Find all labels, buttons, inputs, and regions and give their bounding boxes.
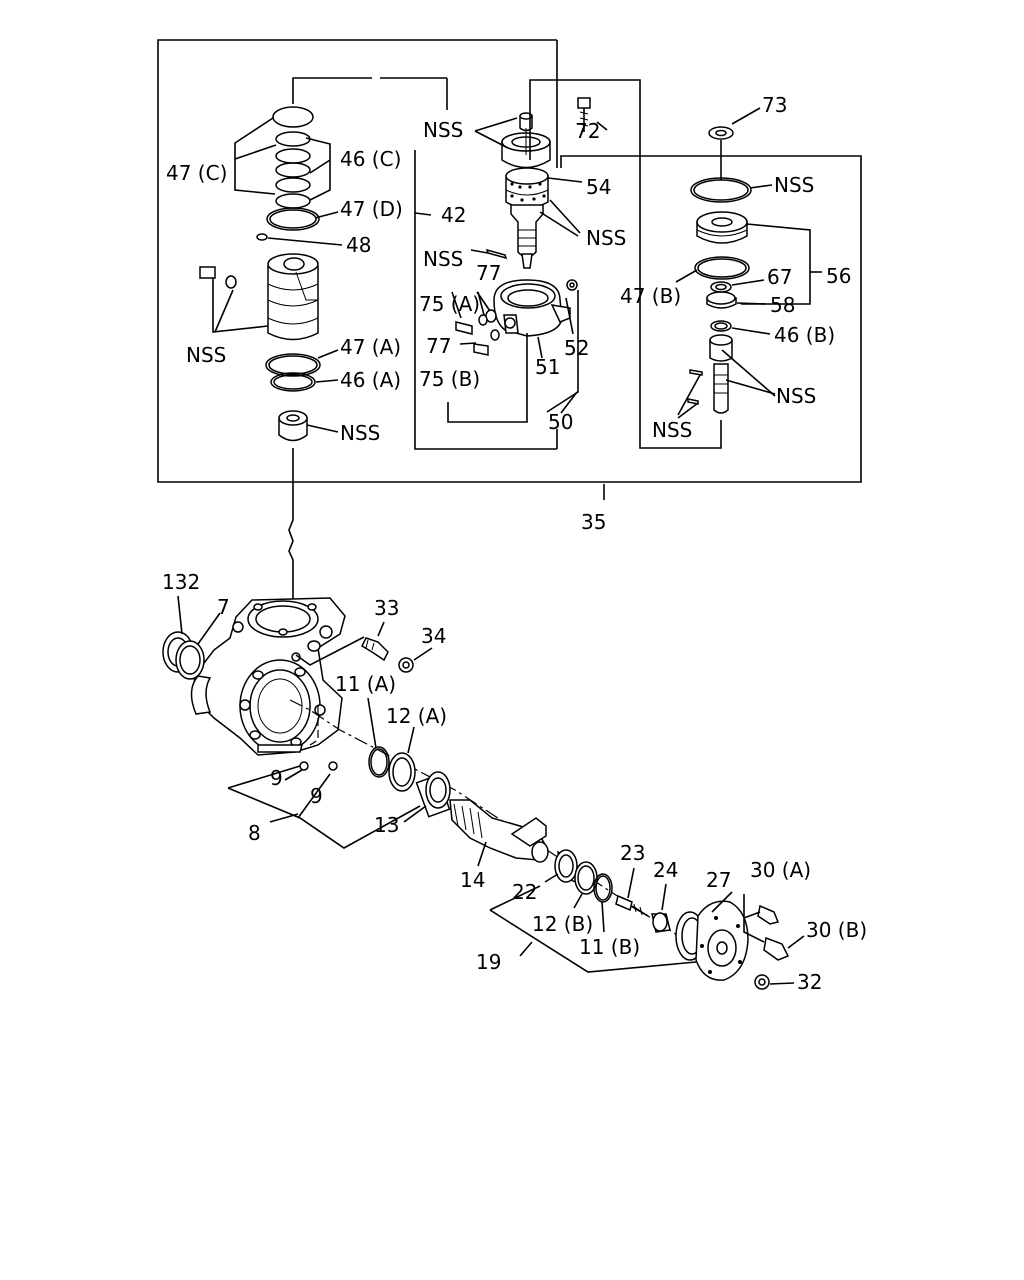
part-labels: NSS 72 73 47 (C) 46 (C) NSS 54 47 (D) 42…	[162, 93, 867, 994]
label-nss-middle-left: NSS	[423, 247, 463, 271]
label-77-top: 77	[476, 261, 501, 285]
label-46a: 46 (A)	[340, 368, 401, 392]
label-47b: 47 (B)	[620, 284, 681, 308]
rings-11a-12a-bearing-13	[367, 697, 451, 823]
label-nss-right-bottom: NSS	[652, 418, 692, 442]
label-11a: 11 (A)	[335, 672, 396, 696]
label-13: 13	[374, 813, 399, 837]
cover-56-group	[639, 107, 773, 449]
label-35: 35	[581, 510, 606, 534]
label-77-bottom: 77	[426, 334, 451, 358]
label-27: 27	[706, 868, 731, 892]
gear-housing-8	[190, 597, 346, 771]
label-132: 132	[162, 570, 200, 594]
small-bolts	[199, 266, 237, 289]
leaders-left	[212, 77, 448, 605]
label-58: 58	[770, 293, 795, 317]
label-nss-top: NSS	[423, 118, 463, 142]
label-9-right: 9	[310, 784, 323, 808]
label-14: 14	[460, 868, 485, 892]
label-33: 33	[374, 596, 399, 620]
label-12b: 12 (B)	[532, 912, 593, 936]
bearing-22-rings-12b-11b	[544, 849, 613, 933]
label-32: 32	[797, 970, 822, 994]
seal-ring-stack	[256, 106, 320, 241]
end-cover-19-group	[615, 867, 805, 990]
brackets-lower	[227, 765, 697, 973]
bolt-72	[577, 97, 608, 132]
label-22: 22	[512, 880, 537, 904]
label-19: 19	[476, 950, 501, 974]
label-56: 56	[826, 264, 851, 288]
label-46b: 46 (B)	[774, 323, 835, 347]
leaders-middle	[447, 79, 641, 449]
label-nss-left: NSS	[186, 343, 226, 367]
seal-132-ring-7	[162, 595, 221, 680]
label-30b: 30 (B)	[806, 918, 867, 942]
leaders-right	[675, 223, 822, 419]
pinion-shaft-14	[449, 799, 549, 867]
label-30a: 30 (A)	[750, 858, 811, 882]
rotary-valve-group	[414, 112, 557, 450]
label-9-left: 9	[270, 766, 283, 790]
label-nss-right: NSS	[776, 384, 816, 408]
label-75a: 75 (A)	[419, 292, 480, 316]
label-73: 73	[762, 93, 787, 117]
label-34: 34	[421, 624, 446, 648]
label-42: 42	[441, 203, 466, 227]
label-11b: 11 (B)	[579, 935, 640, 959]
label-50: 50	[548, 410, 573, 434]
fitting-33-cap-34	[295, 621, 433, 673]
label-46c: 46 (C)	[340, 147, 401, 171]
assembly-frame-35	[157, 39, 862, 500]
label-7: 7	[217, 595, 230, 619]
label-52: 52	[564, 336, 589, 360]
label-nss-right-top: NSS	[774, 173, 814, 197]
label-nss-middle: NSS	[586, 226, 626, 250]
label-8: 8	[248, 821, 261, 845]
label-51: 51	[535, 355, 560, 379]
label-48: 48	[346, 233, 371, 257]
label-72: 72	[575, 119, 600, 143]
label-nss-left-bottom: NSS	[340, 421, 380, 445]
label-54: 54	[586, 175, 611, 199]
label-47c: 47 (C)	[166, 161, 227, 185]
label-75b: 75 (B)	[419, 367, 480, 391]
label-12a: 12 (A)	[386, 704, 447, 728]
label-67: 67	[767, 265, 792, 289]
valve-housing-51	[455, 279, 578, 356]
label-23: 23	[620, 841, 645, 865]
valve-body-cylinder	[199, 253, 321, 442]
label-47a: 47 (A)	[340, 335, 401, 359]
label-47d: 47 (D)	[340, 197, 403, 221]
label-24: 24	[653, 858, 678, 882]
